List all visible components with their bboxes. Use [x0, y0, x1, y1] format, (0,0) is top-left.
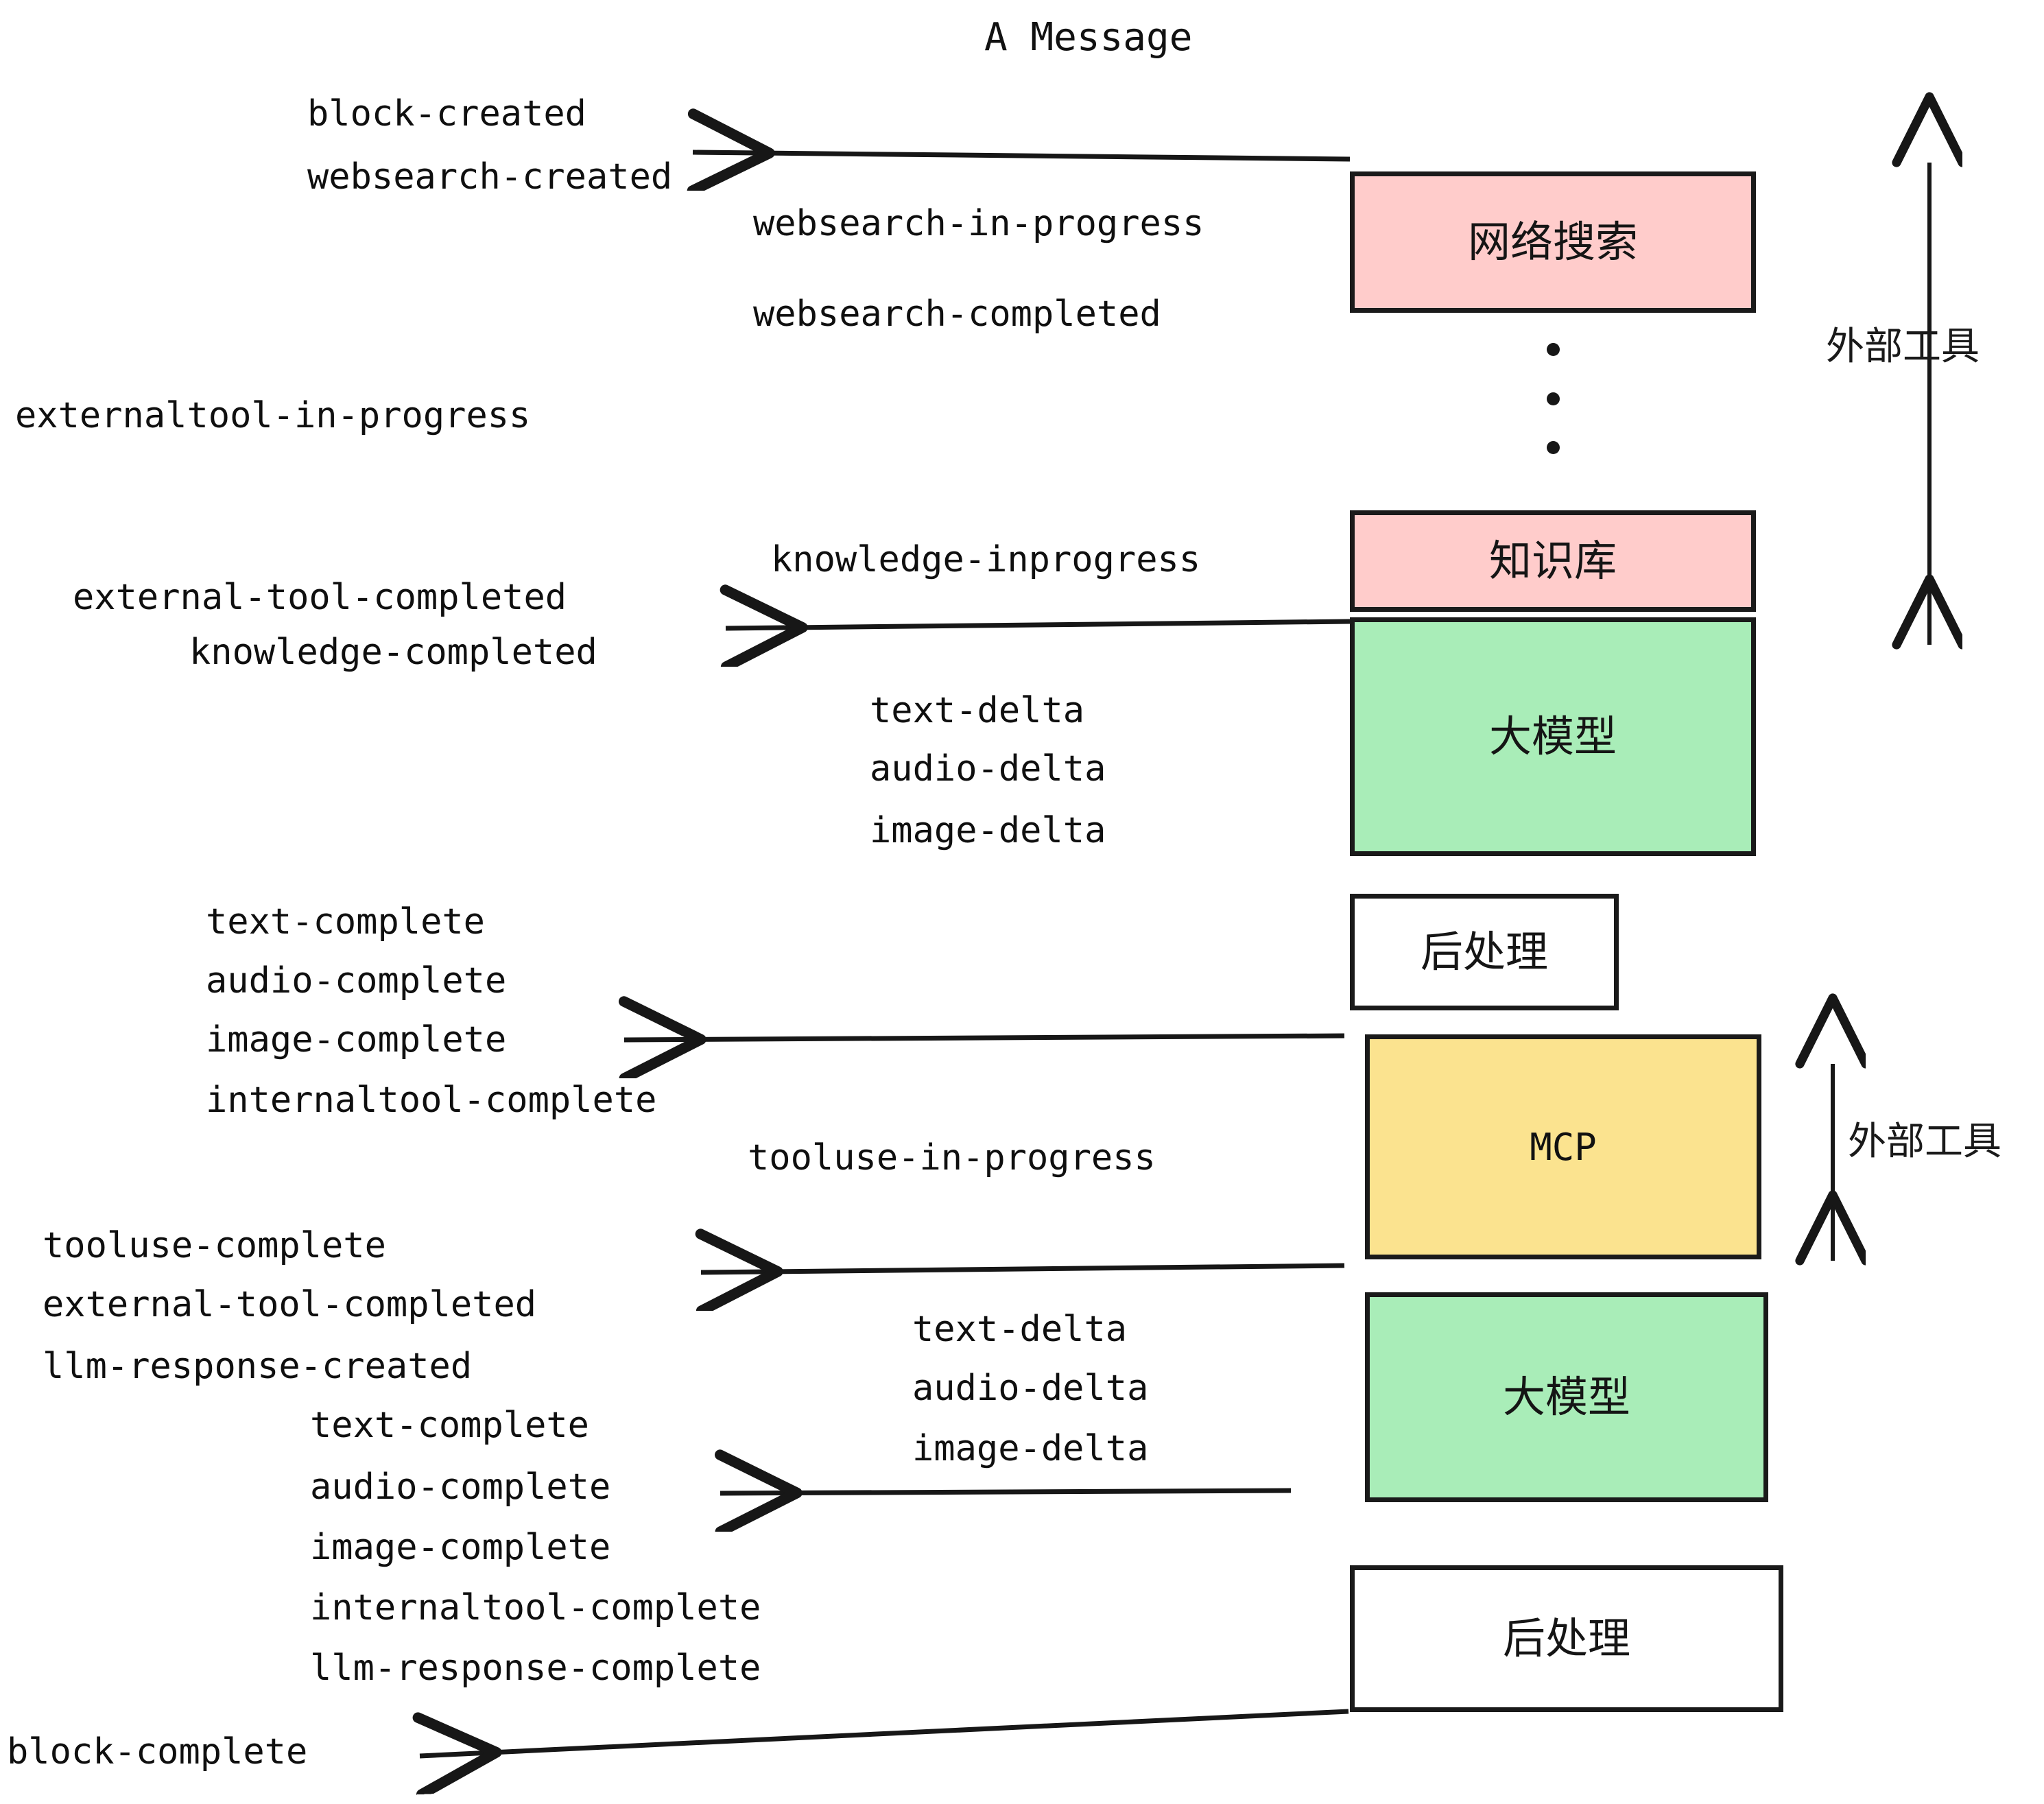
event-internaltool-complete-2: internaltool-complete	[310, 1587, 761, 1628]
arrow-block-complete	[420, 1709, 1349, 1756]
arrow-audio-complete	[720, 1491, 1292, 1493]
event-internaltool-complete-1: internaltool-complete	[206, 1080, 657, 1121]
external-tool-label-top: 外部工具	[1826, 324, 1980, 369]
node-websearch[interactable]: 网络搜索	[1350, 171, 1756, 313]
node-mcp[interactable]: MCP	[1365, 1034, 1761, 1259]
event-audio-complete-2: audio-complete	[310, 1467, 611, 1508]
event-tooluse-in-progress: tooluse-in-progress	[748, 1137, 1156, 1178]
event-text-delta-1: text-delta	[870, 690, 1085, 731]
node-websearch-label: 网络搜索	[1467, 217, 1638, 267]
event-text-complete-2: text-complete	[310, 1405, 589, 1446]
arrow-block-created	[693, 152, 1351, 159]
external-tool-label-bottom: 外部工具	[1848, 1119, 2001, 1164]
node-postprocess-2-label: 后处理	[1502, 1613, 1630, 1663]
event-image-delta-1: image-delta	[870, 810, 1106, 851]
event-websearch-created: websearch-created	[307, 156, 673, 198]
ellipsis-dot	[1546, 343, 1560, 356]
event-llm-response-complete: llm-response-complete	[310, 1648, 761, 1689]
node-llm-1[interactable]: 大模型	[1350, 617, 1756, 856]
event-block-created: block-created	[307, 93, 586, 134]
ellipsis-vertical-dots	[1546, 343, 1560, 454]
event-audio-complete-1: audio-complete	[206, 960, 507, 1001]
event-block-complete: block-complete	[7, 1731, 308, 1772]
event-websearch-completed: websearch-completed	[753, 294, 1161, 335]
node-llm-1-label: 大模型	[1488, 711, 1617, 761]
node-postprocess-2[interactable]: 后处理	[1350, 1565, 1783, 1712]
node-mcp-label: MCP	[1530, 1125, 1597, 1169]
node-knowledge-label: 知识库	[1488, 536, 1617, 586]
event-image-complete-1: image-complete	[206, 1019, 507, 1060]
node-postprocess-1[interactable]: 后处理	[1350, 894, 1619, 1010]
event-image-delta-2: image-delta	[912, 1428, 1149, 1469]
event-tooluse-complete: tooluse-complete	[43, 1225, 386, 1266]
diagram-title: A Message	[984, 15, 1193, 60]
event-knowledge-inprogress: knowledge-inprogress	[771, 539, 1201, 580]
event-external-tool-completed-2: external-tool-completed	[43, 1284, 537, 1325]
node-postprocess-1-label: 后处理	[1420, 927, 1548, 977]
arrow-knowledge-completed	[726, 621, 1351, 628]
event-external-tool-completed-1: external-tool-completed	[73, 577, 567, 618]
event-audio-delta-2: audio-delta	[912, 1368, 1149, 1409]
node-knowledge[interactable]: 知识库	[1350, 510, 1756, 612]
event-websearch-in-progress: websearch-in-progress	[753, 203, 1204, 244]
ellipsis-dot	[1546, 441, 1560, 454]
event-text-complete-1: text-complete	[206, 901, 485, 942]
event-llm-response-created: llm-response-created	[43, 1346, 473, 1387]
event-knowledge-completed: knowledge-completed	[189, 632, 597, 673]
event-externaltool-in-progress: externaltool-in-progress	[15, 395, 531, 436]
arrow-image-complete	[624, 1036, 1345, 1040]
event-audio-delta-1: audio-delta	[870, 748, 1106, 790]
arrow-tooluse-complete	[701, 1266, 1345, 1272]
event-image-complete-2: image-complete	[310, 1527, 611, 1568]
node-llm-2-label: 大模型	[1502, 1372, 1630, 1422]
event-text-delta-2: text-delta	[912, 1309, 1128, 1350]
ellipsis-dot	[1546, 392, 1560, 405]
node-llm-2[interactable]: 大模型	[1365, 1292, 1768, 1502]
